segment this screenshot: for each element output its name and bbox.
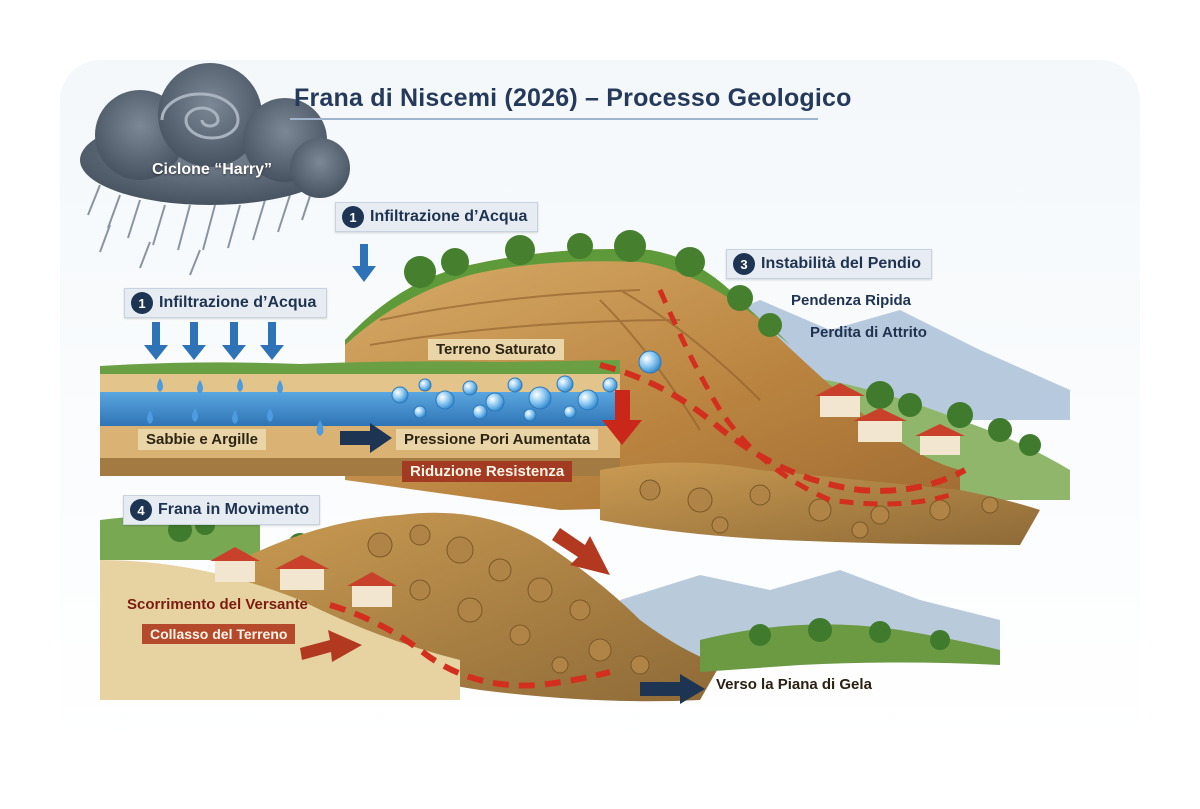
ground-collapse-label: Collasso del Terreno xyxy=(142,624,296,644)
lower-slip-surface xyxy=(329,602,611,689)
grass-strip xyxy=(100,360,620,374)
toward-plain-label: Verso la Piana di Gela xyxy=(716,676,872,693)
upper-houses xyxy=(815,383,965,455)
steep-slope-label: Pendenza Ripida xyxy=(791,292,912,309)
step-label: Instabilità del Pendio xyxy=(761,255,922,272)
step-label: Infiltrazione d’Acqua xyxy=(370,208,528,225)
motion-arrow-lower xyxy=(300,630,362,662)
step-number-badge: 1 xyxy=(131,292,153,314)
step-box-infiltration-top: 1 Infiltrazione d’Acqua xyxy=(335,202,539,232)
pressure-arrow xyxy=(340,423,392,453)
strength-reduction-label: Riduzione Resistenza xyxy=(402,461,573,482)
cyclone-label: Ciclone “Harry” xyxy=(152,161,273,178)
right-trees xyxy=(866,381,1041,456)
step-box-moving-landslide: 4 Frana in Movimento xyxy=(123,495,321,525)
slope-sliding-label: Scorrimento del Versante xyxy=(127,596,308,613)
step-box-infiltration-left: 1 Infiltrazione d’Acqua xyxy=(124,288,328,318)
water-drops xyxy=(147,378,324,436)
sands-clays-label: Sabbie e Argille xyxy=(138,429,266,450)
step-box-slope-instability: 3 Instabilità del Pendio xyxy=(726,249,933,279)
step-number-badge: 4 xyxy=(130,499,152,521)
red-down-arrow xyxy=(602,390,642,445)
topsoil-layer xyxy=(100,370,620,392)
page-title: Frana di Niscemi (2026) – Processo Geolo… xyxy=(294,84,852,112)
motion-arrow-upper xyxy=(552,528,610,575)
pore-pressure-label: Pressione Pori Aumentata xyxy=(396,429,599,450)
title-underline xyxy=(290,118,818,120)
pore-bubbles xyxy=(391,350,662,422)
lower-right-field xyxy=(700,624,1000,672)
landslide-rocks xyxy=(367,524,650,675)
upper-slip-surface-2 xyxy=(657,289,951,507)
toward-plain-arrow xyxy=(640,674,705,704)
lower-houses xyxy=(210,547,397,607)
rain-streaks xyxy=(87,184,313,276)
step-label: Frana in Movimento xyxy=(158,501,310,518)
hilltop-trees xyxy=(404,230,782,337)
friction-loss-label: Perdita di Attrito xyxy=(810,324,927,341)
saturated-soil-label: Terreno Saturato xyxy=(428,339,564,360)
step-number-badge: 1 xyxy=(342,206,364,228)
infiltration-arrows xyxy=(144,244,376,360)
lower-right-trees xyxy=(749,618,950,650)
upper-slip-surface xyxy=(599,362,967,494)
swirl-icon xyxy=(160,92,240,140)
step-number-badge: 3 xyxy=(733,253,755,275)
rubble-rocks xyxy=(639,479,999,539)
step-label: Infiltrazione d’Acqua xyxy=(159,294,317,311)
